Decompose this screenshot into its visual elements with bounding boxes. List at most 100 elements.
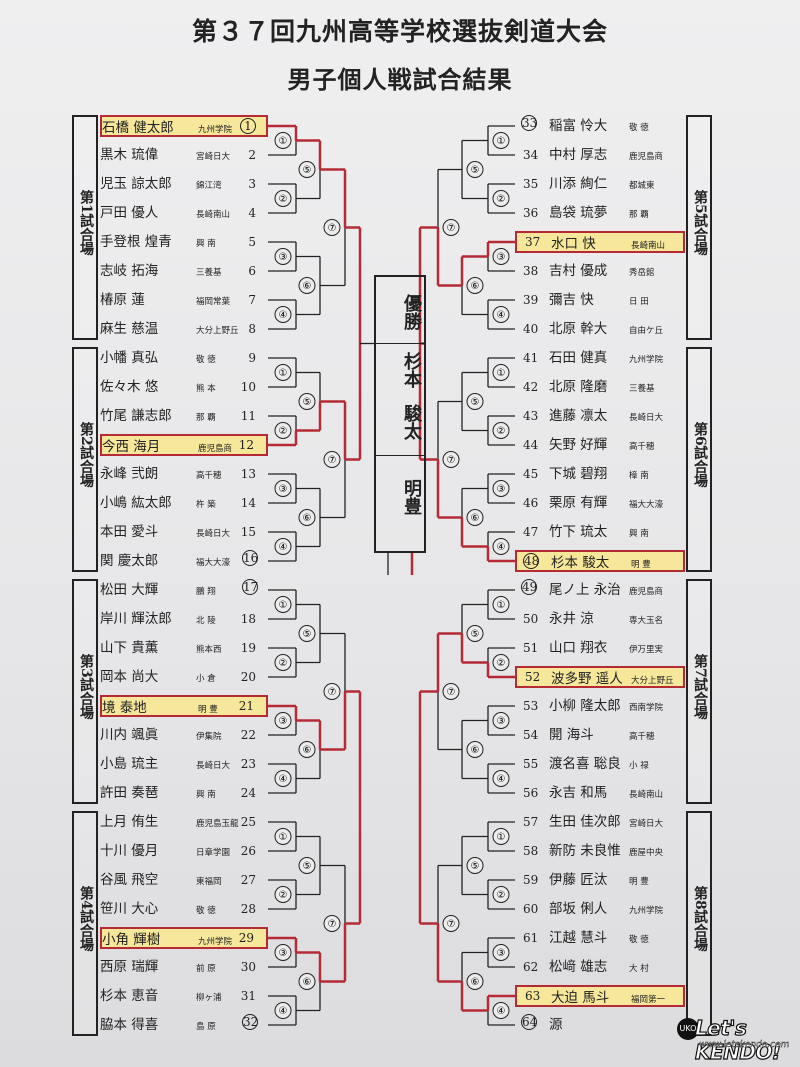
player-name: 許田 奏琶 <box>100 785 159 801</box>
player-school: 長崎日大 <box>196 529 231 539</box>
player-name: 山口 翔衣 <box>549 640 608 656</box>
player-number: 24 <box>240 786 256 800</box>
player-school: 東福岡 <box>196 877 222 887</box>
match-number <box>274 712 292 729</box>
match-number <box>492 364 510 381</box>
court-label: 第5試合場 <box>692 189 708 256</box>
player-school: 三養基 <box>629 384 655 394</box>
match-number-text: ⑤ <box>303 397 312 408</box>
player-school: 長崎日大 <box>629 413 664 423</box>
player-name: 栗原 有輝 <box>549 495 608 511</box>
player-name: 杉本 駿太 <box>551 555 610 571</box>
player-name: 脇本 得喜 <box>100 1017 159 1033</box>
match-number-text: ⑦ <box>328 223 337 234</box>
player-name: 川内 颯眞 <box>100 727 159 743</box>
player-school: 長崎南山 <box>196 210 231 220</box>
match-number <box>492 306 510 323</box>
match-number-text: ⑤ <box>471 861 480 872</box>
player-number: 30 <box>240 960 256 974</box>
match-number <box>492 828 510 845</box>
player-name: 生田 佳次郎 <box>549 814 621 830</box>
player-number: 4 <box>248 206 256 220</box>
match-number-text: ⑥ <box>303 745 312 756</box>
match-number-text: ① <box>279 600 288 611</box>
match-number-text: ② <box>497 426 506 437</box>
match-number-text: ④ <box>497 774 506 785</box>
match-number-text: ⑦ <box>328 919 337 930</box>
player-school: 那 覇 <box>196 413 216 423</box>
match-number-text: ③ <box>279 948 288 959</box>
player-number: 25 <box>240 815 256 829</box>
player-school: 樟 南 <box>629 471 649 481</box>
match-number-text: ⑦ <box>447 687 456 698</box>
match-number <box>274 596 292 613</box>
match-number <box>274 132 292 149</box>
match-number <box>274 248 292 265</box>
player-school: 鵬 翔 <box>196 587 216 597</box>
right-entry-43: 43 進藤 凛太 長崎日大 <box>515 405 685 427</box>
player-school: 那 覇 <box>629 210 649 220</box>
player-name: 進藤 凛太 <box>549 408 608 424</box>
player-school: 九州学院 <box>629 355 664 365</box>
player-name: 北原 幹大 <box>549 321 608 337</box>
player-number: 16 <box>242 550 259 566</box>
player-school: 日 田 <box>629 297 649 307</box>
match-number <box>274 538 292 555</box>
player-number: 28 <box>240 902 256 916</box>
player-name: 谷風 飛空 <box>100 872 159 888</box>
match-number-text: ⑥ <box>471 977 480 988</box>
player-number: 34 <box>523 148 539 162</box>
letskendo-logo: UKO Let's KENDO! www.letskendo.com <box>675 1010 795 1065</box>
match-number <box>492 770 510 787</box>
player-name: 矢野 好輝 <box>549 437 608 453</box>
match-number-text: ⑥ <box>471 745 480 756</box>
player-number: 22 <box>240 728 256 742</box>
match-number <box>442 683 460 700</box>
match-number <box>298 857 316 874</box>
match-number <box>298 741 316 758</box>
match-number-text: ⑦ <box>447 455 456 466</box>
champion-school: 明豊 <box>401 479 422 515</box>
match-number <box>323 683 341 700</box>
player-number: 36 <box>523 206 539 220</box>
player-number: 43 <box>523 409 539 423</box>
match-number-text: ① <box>497 832 506 843</box>
match-number <box>492 1002 510 1019</box>
champion-label: 優勝 <box>401 294 422 330</box>
player-number: 46 <box>523 496 539 510</box>
match-number-text: ① <box>279 368 288 379</box>
player-name: 児玉 諒太郎 <box>100 176 172 192</box>
player-name: 松田 大輝 <box>100 582 159 598</box>
logo-badge: UKO <box>677 1018 699 1040</box>
player-name: 境 泰地 <box>102 700 147 716</box>
player-name: 関 慶太郎 <box>100 553 159 569</box>
player-number: 42 <box>523 380 539 394</box>
match-number-text: ② <box>279 658 288 669</box>
player-school: 高千穂 <box>629 442 655 452</box>
player-number: 45 <box>523 467 539 481</box>
player-number: 31 <box>240 989 256 1003</box>
player-school: 福岡常葉 <box>196 297 231 307</box>
court-box-8: 第8試合場 <box>686 811 712 1036</box>
player-school: 杵 築 <box>196 500 216 510</box>
court-label: 第4試合場 <box>78 885 94 952</box>
player-number: 26 <box>240 844 256 858</box>
match-number-text: ⑤ <box>471 397 480 408</box>
player-name: 竹下 琉太 <box>549 524 608 540</box>
match-number-text: ② <box>279 890 288 901</box>
match-number <box>323 451 341 468</box>
